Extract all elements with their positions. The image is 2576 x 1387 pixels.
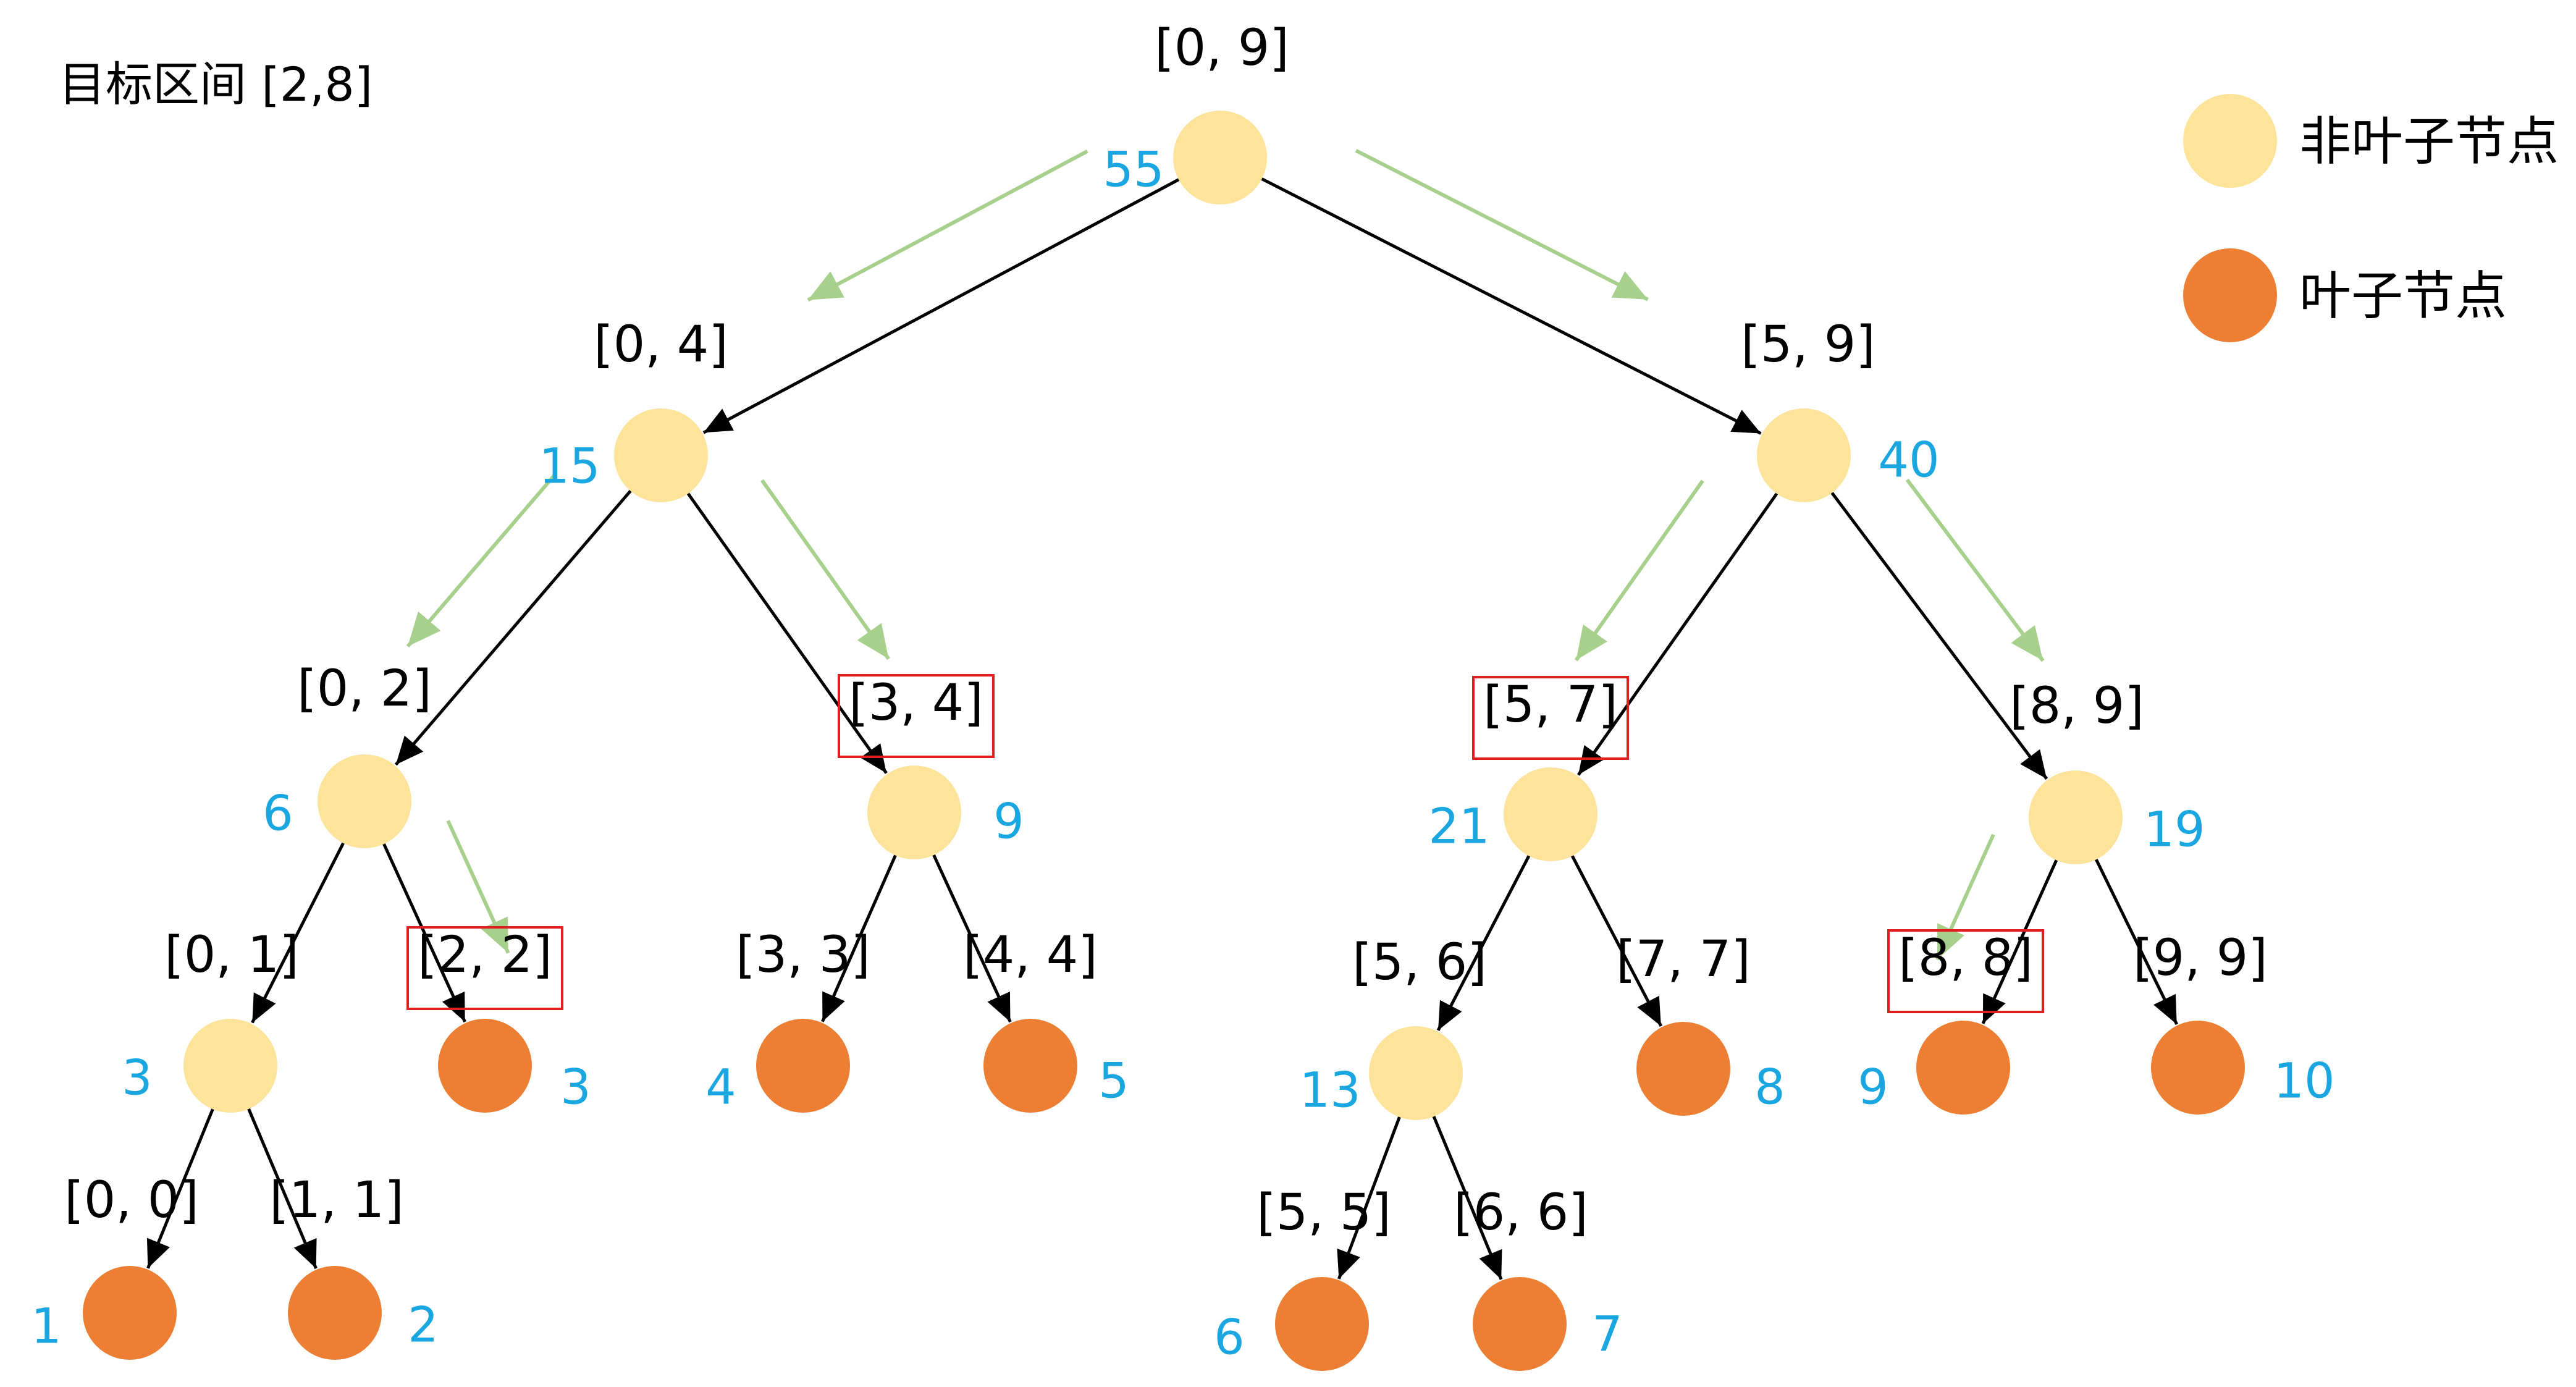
tree-edge-n5_9-n8_9 xyxy=(1829,490,2048,780)
sum-value-n0_2: 6 xyxy=(263,786,293,841)
legend-leaf-label: 叶子节点 xyxy=(2299,266,2507,326)
leaf-node-n2_2 xyxy=(438,1019,532,1113)
sum-value-n5_6: 13 xyxy=(1299,1063,1360,1118)
traversal-arrow-n0_4-n3_4 xyxy=(760,479,890,660)
tree-edge-n5_7-n7_7 xyxy=(1570,853,1663,1027)
highlight-box-n8_8 xyxy=(1887,929,2044,1013)
internal-node-n5_6 xyxy=(1369,1026,1463,1120)
range-label-n7_7: [7, 7] xyxy=(1616,930,1751,989)
range-label-n5_6: [5, 6] xyxy=(1352,934,1487,992)
traversal-arrow-n5_9-n8_9 xyxy=(1905,478,2045,662)
sum-value-n0_4: 15 xyxy=(539,439,600,494)
sum-value-n3_3: 4 xyxy=(705,1060,736,1115)
internal-node-n0_1 xyxy=(183,1019,277,1113)
traversal-arrow-n8_9-n8_8 xyxy=(1935,833,1995,961)
sum-value-n0_0: 1 xyxy=(31,1299,62,1354)
leaf-node-n5_5 xyxy=(1275,1277,1369,1371)
sum-value-n4_4: 5 xyxy=(1098,1053,1129,1109)
sum-value-n7_7: 8 xyxy=(1754,1060,1785,1115)
sum-value-n3_4: 9 xyxy=(993,794,1024,849)
range-label-n0_0: [0, 0] xyxy=(64,1171,199,1229)
range-label-n5_7: [5, 7] xyxy=(1483,676,1618,734)
tree-edge-n8_9-n8_8 xyxy=(1981,857,2059,1024)
range-label-n3_3: [3, 3] xyxy=(736,926,870,984)
tree-edge-n5_6-n6_6 xyxy=(1431,1113,1503,1280)
node-labels: [0, 9]55[0, 4]15[5, 9]40[0, 2]6[3, 4]9[5… xyxy=(31,19,2334,1365)
leaf-node-n1_1 xyxy=(288,1266,382,1360)
sum-value-n2_2: 3 xyxy=(560,1060,591,1115)
leaf-node-n6_6 xyxy=(1473,1277,1567,1371)
sum-value-n9_9: 10 xyxy=(2273,1053,2334,1109)
traversal-arrow-n0_2-n2_2 xyxy=(446,820,510,954)
range-label-n9_9: [9, 9] xyxy=(2133,929,2268,987)
sum-value-n8_9: 19 xyxy=(2144,802,2205,858)
traversal-arrow-n0_9-n0_4 xyxy=(807,150,1088,302)
range-label-n0_4: [0, 4] xyxy=(594,316,728,374)
sum-value-n6_6: 7 xyxy=(1592,1307,1623,1362)
range-label-n3_4: [3, 4] xyxy=(849,674,983,732)
tree-edge-n8_9-n9_9 xyxy=(2094,856,2178,1026)
range-label-n5_5: [5, 5] xyxy=(1256,1184,1391,1242)
internal-node-n0_4 xyxy=(614,408,708,502)
highlight-box-n2_2 xyxy=(406,926,563,1010)
legend-internal-node-swatch xyxy=(2183,94,2277,188)
sum-value-n5_5: 6 xyxy=(1214,1310,1245,1365)
range-label-n5_9: [5, 9] xyxy=(1741,316,1875,374)
range-label-n8_8: [8, 8] xyxy=(1898,929,2033,987)
leaf-node-n0_0 xyxy=(83,1266,177,1360)
tree-edge-n5_7-n5_6 xyxy=(1436,853,1531,1031)
traversal-arrows xyxy=(406,149,2045,961)
tree-edge-n0_4-n0_2 xyxy=(394,488,633,766)
tree-edge-n5_6-n5_5 xyxy=(1337,1114,1402,1279)
range-label-n1_1: [1, 1] xyxy=(269,1171,404,1229)
tree-edge-n0_9-n0_4 xyxy=(702,177,1182,434)
highlight-box-n5_7 xyxy=(1472,676,1629,760)
tree-edge-n0_1-n1_1 xyxy=(246,1106,318,1270)
range-label-n4_4: [4, 4] xyxy=(963,926,1098,984)
range-label-n6_6: [6, 6] xyxy=(1454,1184,1588,1242)
leaf-node-n4_4 xyxy=(983,1019,1077,1113)
legend-internal-label: 非叶子节点 xyxy=(2299,111,2559,172)
internal-node-n5_9 xyxy=(1757,408,1851,502)
sum-value-n0_1: 3 xyxy=(122,1050,153,1106)
tree-edge-n3_4-n4_4 xyxy=(931,852,1012,1023)
highlight-boxes xyxy=(406,674,2044,1013)
range-label-n0_1: [0, 1] xyxy=(164,926,299,984)
range-label-n2_2: [2, 2] xyxy=(418,926,552,984)
traversal-arrow-n5_9-n5_7 xyxy=(1574,479,1704,662)
tree-edge-n5_9-n5_7 xyxy=(1576,491,1780,776)
leaf-node-n9_9 xyxy=(2151,1021,2245,1115)
tree-edge-n0_2-n2_2 xyxy=(381,841,466,1023)
tree-edges xyxy=(146,176,2178,1280)
tree-edge-n0_9-n5_9 xyxy=(1259,176,1762,435)
tree-nodes xyxy=(83,111,2245,1371)
target-range-title: 目标区间 [2,8] xyxy=(59,57,373,112)
internal-node-n5_7 xyxy=(1504,767,1597,861)
sum-value-n5_9: 40 xyxy=(1878,432,1939,488)
sum-value-n5_7: 21 xyxy=(1428,799,1489,854)
highlight-box-n3_4 xyxy=(838,674,995,758)
sum-value-n8_8: 9 xyxy=(1858,1060,1888,1115)
internal-node-n0_2 xyxy=(318,754,411,848)
legend-leaf-node-swatch xyxy=(2183,248,2277,342)
internal-node-n8_9 xyxy=(2029,770,2123,864)
sum-value-n1_1: 2 xyxy=(408,1297,439,1353)
tree-edge-n0_1-n0_0 xyxy=(146,1106,216,1269)
tree-edge-n3_4-n3_3 xyxy=(821,853,898,1022)
legend: 非叶子节点 叶子节点 xyxy=(2183,94,2559,342)
range-label-n0_2: [0, 2] xyxy=(297,660,432,718)
range-label-n0_9: [0, 9] xyxy=(1155,19,1289,77)
tree-edge-n0_2-n0_1 xyxy=(251,840,346,1024)
leaf-node-n8_8 xyxy=(1916,1021,2010,1115)
traversal-arrow-n0_9-n5_9 xyxy=(1355,149,1649,301)
internal-node-n3_4 xyxy=(867,765,961,859)
tree-edge-n0_4-n3_4 xyxy=(685,491,888,774)
leaf-node-n3_3 xyxy=(756,1019,850,1113)
sum-value-n0_9: 55 xyxy=(1103,142,1164,198)
internal-node-n0_9 xyxy=(1173,111,1267,204)
traversal-arrow-n0_4-n0_2 xyxy=(406,472,558,648)
range-label-n8_9: [8, 9] xyxy=(2010,677,2144,735)
leaf-node-n7_7 xyxy=(1636,1022,1730,1116)
